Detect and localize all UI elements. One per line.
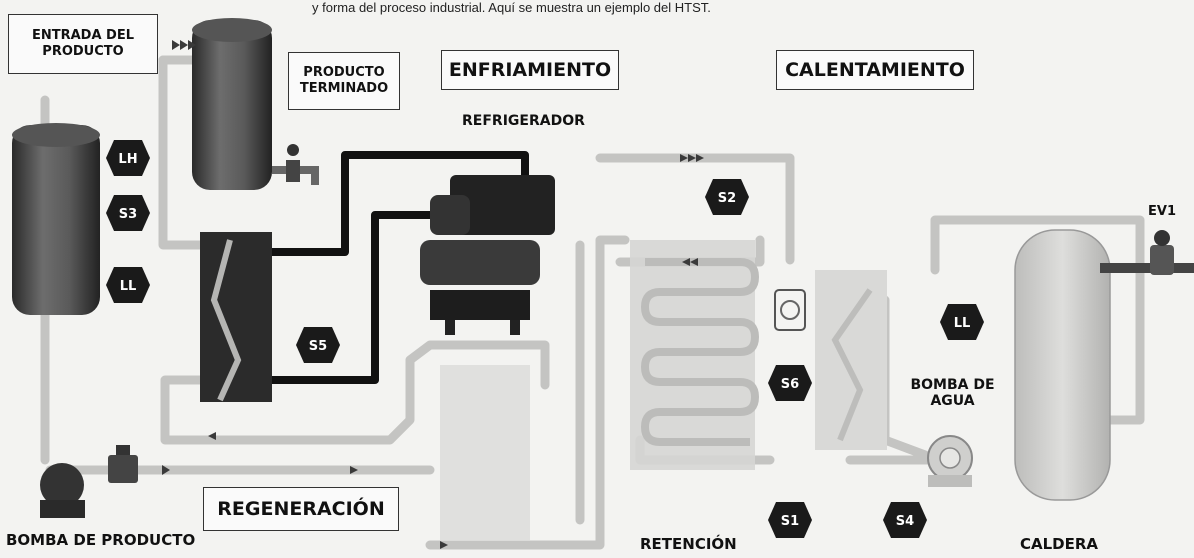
sensor-s6: S6 — [768, 365, 812, 401]
sensor-ll-left-label: LL — [120, 279, 137, 294]
caption-text: y forma del proceso industrial. Aquí se … — [312, 0, 711, 15]
label-ev1: EV1 — [1148, 204, 1176, 219]
regeneration-section — [440, 365, 530, 540]
label-enfriamiento: ENFRIAMIENTO — [441, 50, 619, 90]
label-producto-terminado: PRODUCTO TERMINADO — [288, 52, 400, 110]
label-bomba-producto: BOMBA DE PRODUCTO — [6, 531, 196, 549]
sensor-s1: S1 — [768, 502, 812, 538]
entrada-tank — [12, 123, 100, 315]
sensor-ll-left: LL — [106, 267, 150, 303]
ev1-valve — [1100, 230, 1194, 275]
label-bomba-agua: BOMBA DE AGUA — [910, 377, 995, 410]
sensor-s2-label: S2 — [718, 191, 736, 206]
sensor-lh: LH — [106, 140, 150, 176]
sensor-s6-label: S6 — [781, 377, 799, 392]
retention-section — [630, 240, 760, 470]
label-refrigerador: REFRIGERADOR — [462, 113, 585, 129]
boiler — [1014, 229, 1111, 501]
sensor-s3: S3 — [106, 195, 150, 231]
label-calentamiento: CALENTAMIENTO — [776, 50, 974, 90]
sensor-s1-label: S1 — [781, 514, 799, 529]
label-entrada-producto: ENTRADA DEL PRODUCTO — [8, 14, 158, 74]
sensor-s4: S4 — [883, 502, 927, 538]
sensor-s5-label: S5 — [309, 339, 327, 354]
sensor-s5: S5 — [296, 327, 340, 363]
sensor-lh-label: LH — [118, 152, 137, 167]
flow-arrows — [162, 40, 704, 549]
label-caldera: CALDERA — [1020, 535, 1099, 553]
heating-exchanger — [815, 270, 887, 450]
sensor-s4-label: S4 — [896, 514, 914, 529]
sensor-s2: S2 — [705, 179, 749, 215]
sensor-ll-right-label: LL — [954, 316, 971, 331]
label-retencion: RETENCIÓN — [640, 535, 737, 553]
cooling-exchanger — [200, 232, 272, 402]
sensor-s3-label: S3 — [119, 207, 137, 222]
refrigerator-unit — [420, 175, 555, 335]
sensor-badges: LH S3 LL S5 S2 S6 — [106, 140, 984, 538]
product-pump — [40, 445, 138, 518]
finished-product-tank — [192, 18, 319, 190]
label-regeneracion: REGENERACIÓN — [203, 487, 399, 531]
s6-instrument — [774, 289, 806, 331]
water-pump — [927, 435, 973, 487]
sensor-ll-right: LL — [940, 304, 984, 340]
